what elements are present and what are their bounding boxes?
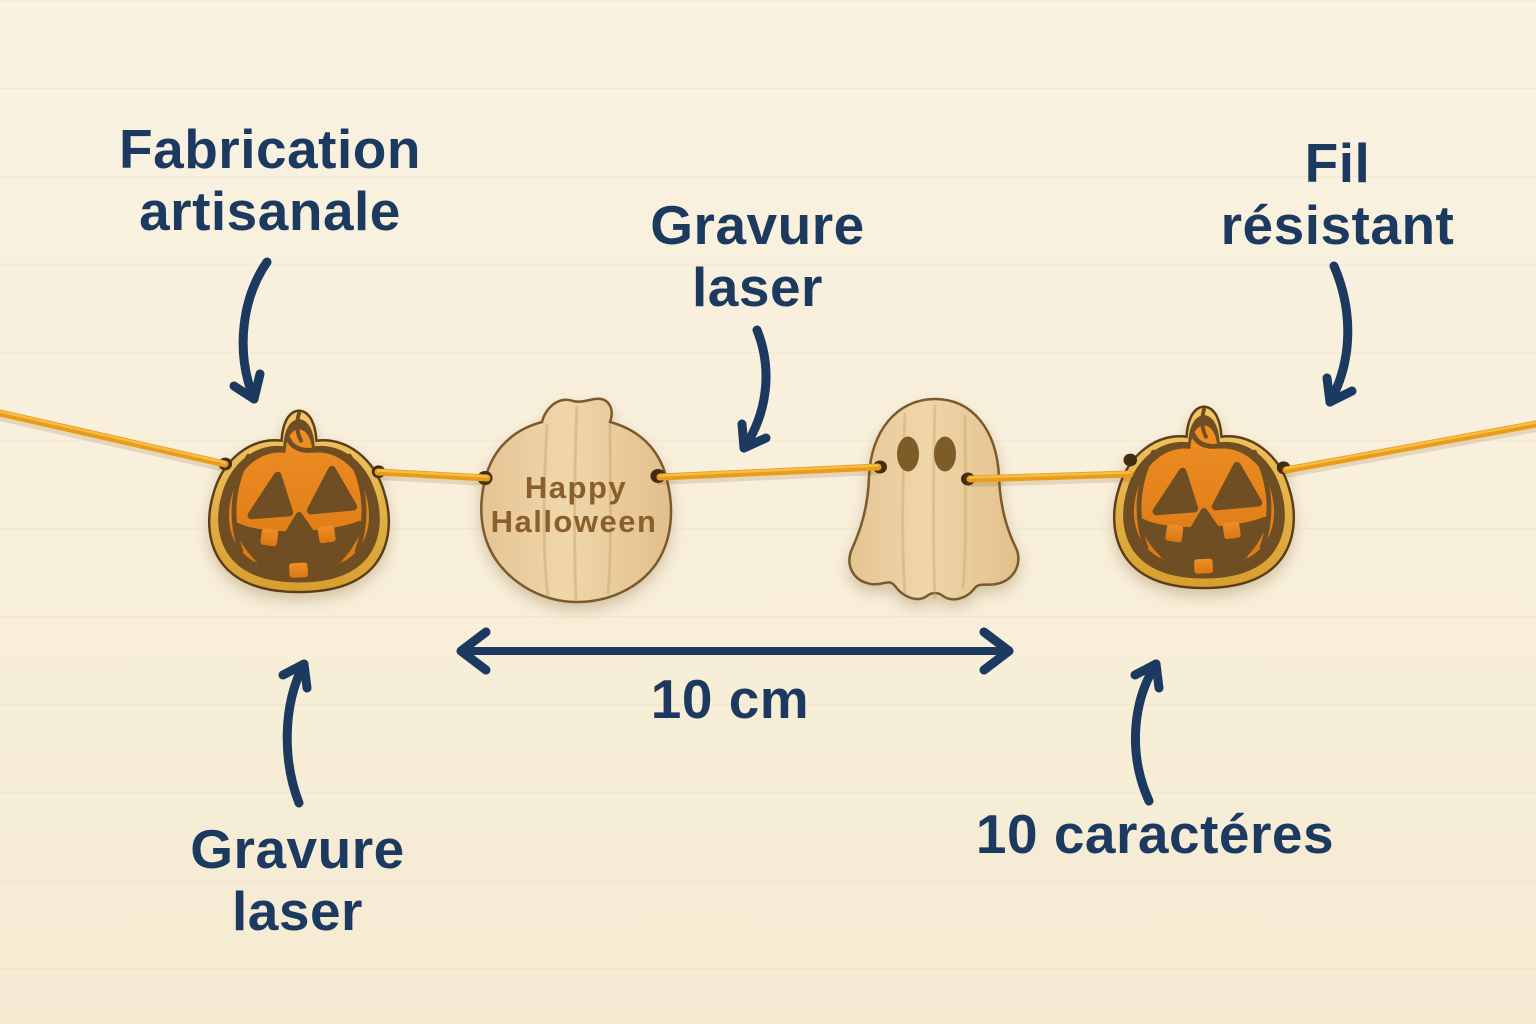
- label-line: résistant: [1220, 194, 1455, 257]
- cord-hole-right: [650, 469, 666, 483]
- label-gravure-laser-top: Gravure laser: [600, 194, 915, 318]
- label-10cm: 10 cm: [555, 668, 905, 730]
- label-gravure-laser-bottom: Gravure laser: [135, 818, 460, 942]
- label-fabrication-artisanale: Fabrication artisanale: [40, 118, 500, 242]
- arrow-10-caracteres: [1130, 659, 1164, 806]
- dimension-value: 10 cm: [650, 668, 810, 730]
- label-fil-resistant: Fil résistant: [1155, 132, 1520, 256]
- label-line: 10 caractéres: [975, 803, 1335, 865]
- label-10-caracteres: 10 caractéres: [900, 803, 1410, 865]
- label-line: Fabrication: [119, 118, 421, 180]
- plaque-engraving-line2: Halloween: [491, 504, 658, 539]
- pumpkin-ornament-right: [1101, 394, 1307, 595]
- cord-hole-left: [477, 471, 493, 485]
- arrow-gravure-laser-bottom: [278, 659, 312, 808]
- cord-hole-left: [873, 460, 887, 474]
- label-line: artisanale: [139, 180, 401, 243]
- pumpkin-ornament-left: [196, 398, 402, 599]
- plaque-engraving-line1: Happy: [525, 470, 627, 505]
- ghost-eyes: [897, 436, 956, 472]
- label-line: laser: [232, 880, 363, 943]
- wood-grain-lines: [542, 405, 612, 601]
- cord-hole-right: [961, 472, 975, 486]
- wood-grain-lines: [901, 404, 967, 600]
- ghost-icon: [848, 397, 1020, 601]
- arrow-fabrication-artisanale: [229, 257, 272, 404]
- label-line: Gravure: [650, 194, 865, 256]
- label-line: Gravure: [190, 818, 405, 880]
- halloween-plaque-ornament: Happy Halloween: [462, 390, 688, 615]
- jack-o-lantern-icon: [1101, 394, 1307, 590]
- arrow-gravure-laser-top: [737, 325, 771, 453]
- dimension-arrow-10cm: [456, 627, 1014, 675]
- label-line: laser: [692, 256, 823, 319]
- arrow-fil-resistant: [1322, 261, 1357, 407]
- ghost-ornament: [845, 393, 1025, 620]
- label-line: Fil: [1304, 132, 1371, 194]
- pumpkin-plaque-icon: Happy Halloween: [477, 397, 673, 604]
- jack-o-lantern-icon: [196, 398, 402, 594]
